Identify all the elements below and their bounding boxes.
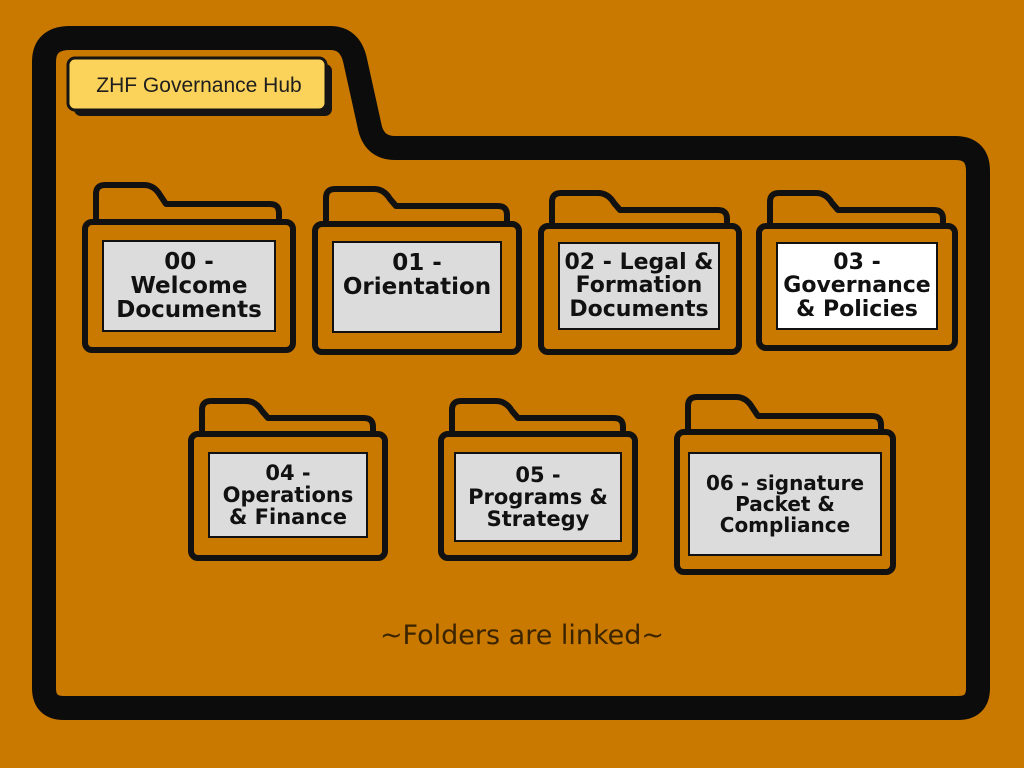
folder-02-legal-formation-documents[interactable]: 02 - Legal & Formation Documents — [538, 190, 742, 356]
folder-05-label: 05 - Programs & Strategy — [454, 452, 622, 542]
folder-04-operations-finance[interactable]: 04 - Operations & Finance — [188, 398, 388, 562]
folder-01-label: 01 - Orientation — [332, 241, 502, 333]
folder-06-signature-packet-compliance[interactable]: 06 - signature Packet & Compliance — [674, 394, 896, 576]
folders-linked-note: ~Folders are linked~ — [379, 620, 665, 651]
folder-03-label: 03 - Governance & Policies — [776, 242, 938, 330]
hub-title: ZHF Governance Hub — [96, 74, 302, 97]
folder-01-orientation[interactable]: 01 - Orientation — [312, 186, 522, 356]
folder-00-label: 00 - Welcome Documents — [102, 240, 276, 332]
folder-04-label: 04 - Operations & Finance — [208, 452, 368, 538]
folder-05-programs-strategy[interactable]: 05 - Programs & Strategy — [438, 398, 638, 562]
folder-00-welcome-documents[interactable]: 00 - Welcome Documents — [82, 182, 296, 356]
folder-06-label: 06 - signature Packet & Compliance — [688, 452, 882, 556]
folder-03-governance-policies[interactable]: 03 - Governance & Policies — [756, 190, 958, 352]
folder-02-label: 02 - Legal & Formation Documents — [558, 242, 720, 330]
